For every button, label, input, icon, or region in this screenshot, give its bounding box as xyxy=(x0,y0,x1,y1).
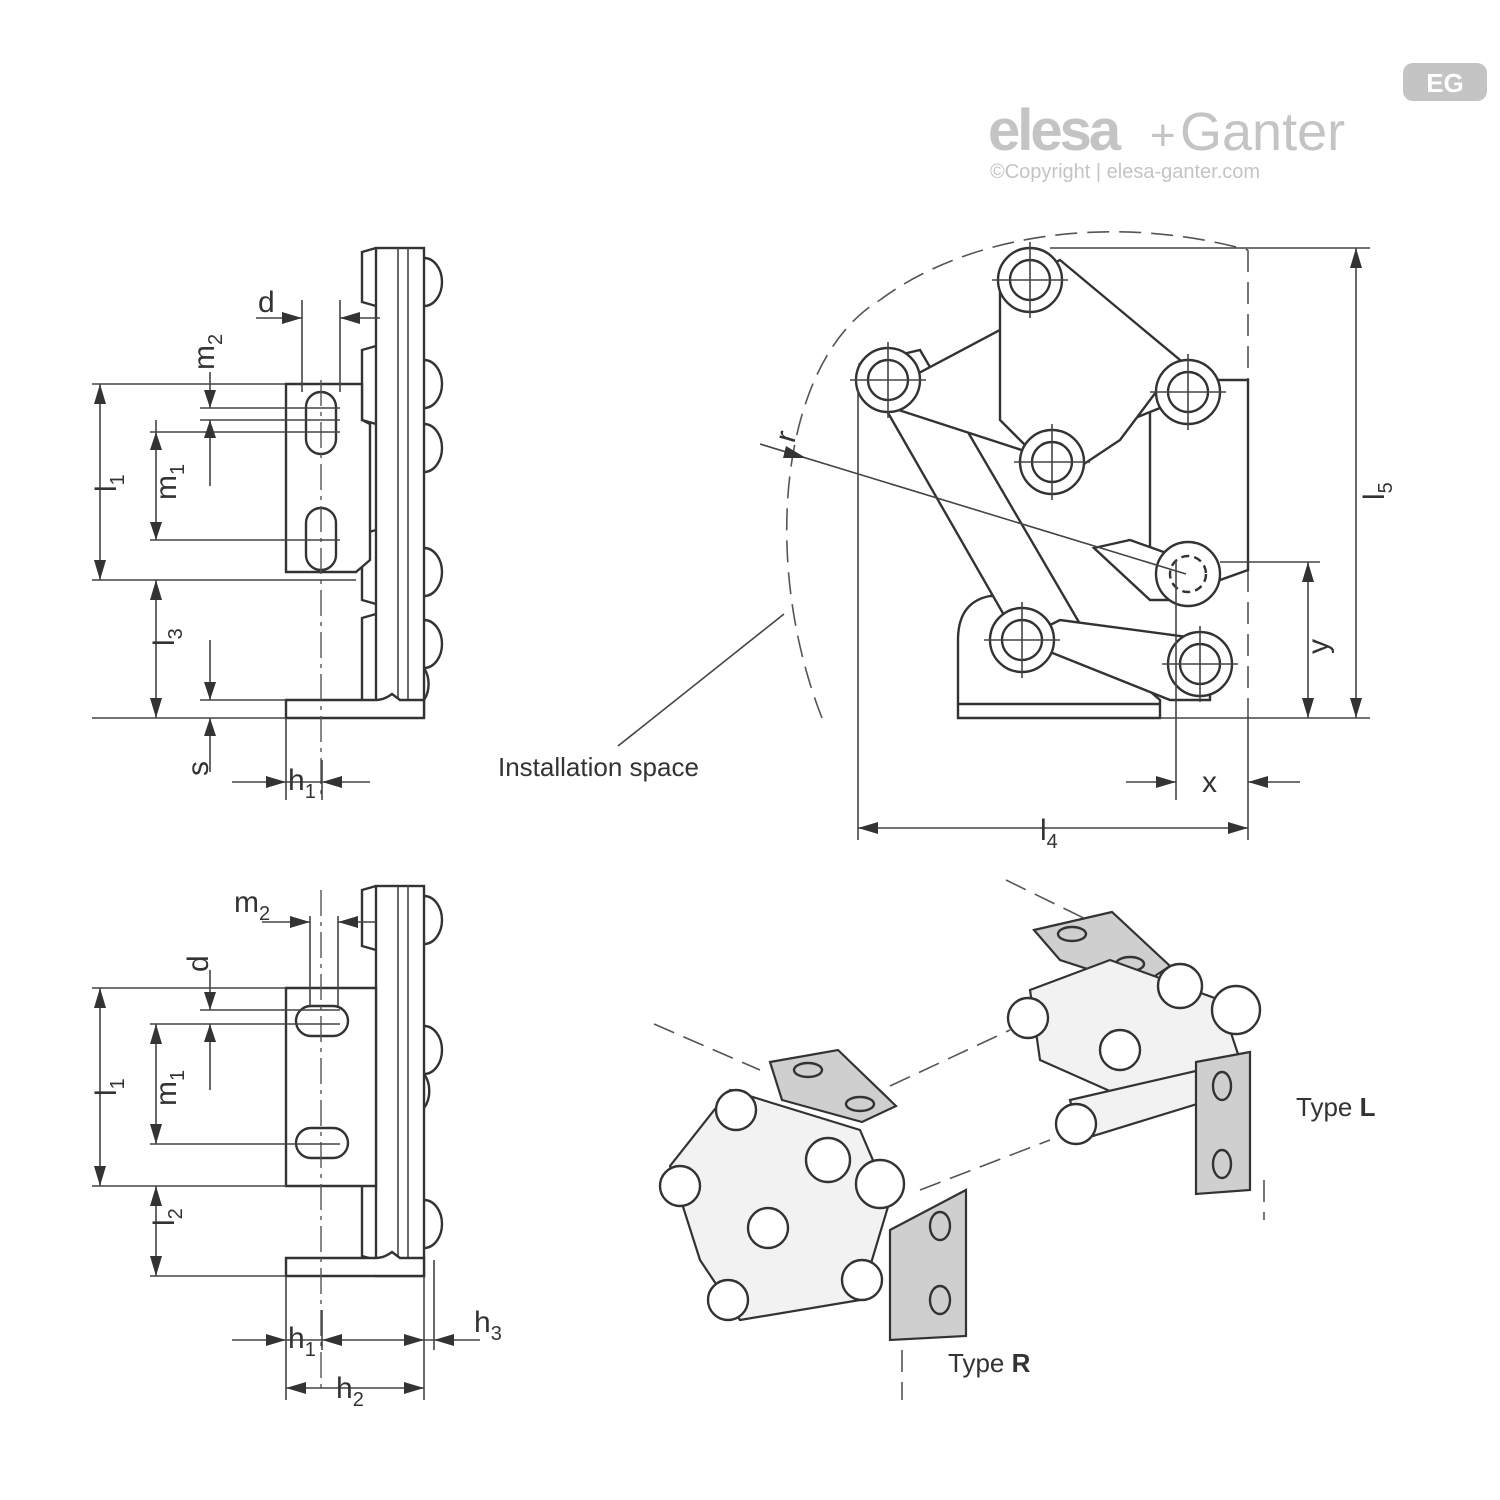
type-l-label: Type L xyxy=(1296,1092,1376,1122)
dim-h1: h1 xyxy=(288,764,316,803)
copyright-text: ©Copyright | elesa-ganter.com xyxy=(990,161,1260,183)
dim-h2: h2 xyxy=(336,1372,364,1411)
isometric-type-l: Type L xyxy=(889,879,1376,1220)
dim-d: d xyxy=(182,955,215,972)
logo-plus: + xyxy=(1150,111,1176,160)
dim-l1: l1 xyxy=(90,474,129,492)
mounting-plate xyxy=(284,986,378,1188)
opened-hinge-view: r l5 y x l4 Installation space xyxy=(498,231,1397,853)
dim-l5: l5 xyxy=(1358,482,1397,500)
dim-m2: m2 xyxy=(234,886,270,925)
dim-s: s xyxy=(182,761,215,776)
dim-m1: m1 xyxy=(150,464,189,500)
side-leaf xyxy=(888,1188,968,1342)
dim-l4: l4 xyxy=(1040,814,1058,853)
hinge-leaf-body xyxy=(374,246,426,718)
pivot-centerlines xyxy=(850,242,1238,702)
dim-h3: h3 xyxy=(474,1306,502,1345)
side-view-type-1: d m2 l1 m1 l3 s h1 xyxy=(90,246,444,803)
dim-l2: l2 xyxy=(148,1208,187,1226)
logo-ganter: Ganter xyxy=(1180,102,1345,162)
dim-h1: h1 xyxy=(288,1322,316,1361)
mounting-plate xyxy=(284,382,372,574)
installation-space-label: Installation space xyxy=(498,752,699,782)
isometric-type-r: Type R xyxy=(653,1023,1031,1400)
brand-logo: elesa + Ganter ©Copyright | elesa-ganter… xyxy=(988,63,1487,183)
badge-text: EG xyxy=(1426,68,1464,98)
logo-elesa: elesa xyxy=(988,98,1122,163)
dim-y: y xyxy=(1302,639,1335,654)
dim-m2: m2 xyxy=(188,334,227,370)
dim-l1: l1 xyxy=(90,1078,129,1096)
knuckles xyxy=(422,256,444,701)
link-3 xyxy=(998,258,1182,482)
dim-x: x xyxy=(1202,766,1217,799)
hinge-leaf-body xyxy=(374,884,426,1278)
dim-d: d xyxy=(258,286,275,319)
knuckles xyxy=(423,894,444,1250)
installation-space-arc xyxy=(785,231,1249,719)
top-plate xyxy=(768,1048,898,1124)
dim-m1: m1 xyxy=(150,1070,189,1106)
type-r-label: Type R xyxy=(948,1348,1031,1378)
eg-badge-icon: EG xyxy=(1403,63,1487,101)
side-view-type-2: m2 d l1 m1 l2 h1 h3 h2 xyxy=(90,884,502,1411)
side-leaf xyxy=(1194,1050,1252,1196)
dim-l3: l3 xyxy=(148,628,187,646)
